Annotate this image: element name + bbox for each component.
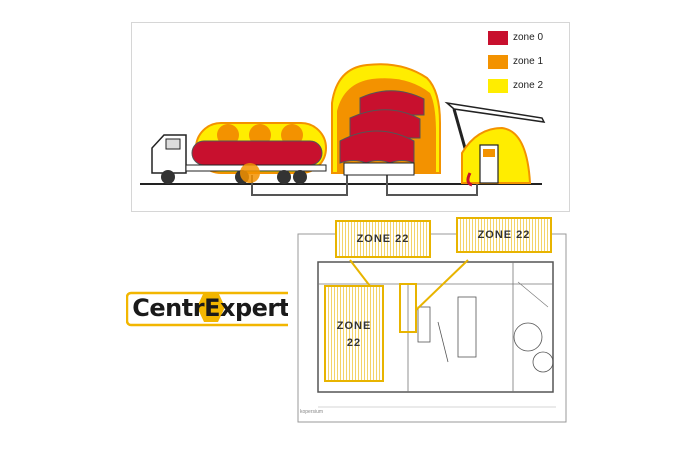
legend-swatch-zone2	[488, 79, 508, 93]
truck-wheel-3	[277, 170, 291, 184]
plan-caption: kopersium	[300, 409, 324, 415]
canopy-roof	[444, 101, 546, 123]
zone-22-box-large: ZONE 22	[324, 285, 384, 382]
zone-22-box-top-left: ZONE 22	[335, 220, 431, 258]
tank-dome-middle	[349, 109, 421, 139]
zone-22-label-top-left: ZONE 22	[356, 233, 410, 245]
legend-label-zone0: zone 0	[513, 32, 544, 43]
pump-nozzle-zone	[466, 172, 473, 187]
logo-hexagon	[197, 292, 225, 322]
legend-swatch-zone1	[488, 55, 508, 69]
zone-22-label-top-right: ZONE 22	[477, 229, 531, 241]
zone-schematic-panel: zone 0 zone 1 zone 2	[131, 22, 570, 212]
pipe-tank-to-pump	[386, 175, 478, 196]
logo-text: CentrExpert	[132, 294, 290, 322]
pipe-truck-to-tank	[251, 175, 348, 196]
equipment-1	[417, 306, 431, 343]
legend-label-zone1: zone 1	[513, 56, 544, 67]
plan-circle-2	[532, 351, 554, 373]
truck-wheel-1	[161, 170, 175, 184]
pump-display	[483, 149, 495, 157]
legend-swatch-zone0	[488, 31, 508, 45]
zone-22-label-large-line1: ZONE	[336, 320, 372, 332]
equipment-2	[457, 296, 477, 358]
truck-window	[165, 138, 181, 150]
zone-schematic-drawing	[140, 63, 546, 196]
tanker-body	[191, 140, 323, 166]
tank-dome-back	[359, 90, 425, 116]
plan-line-2	[517, 281, 549, 308]
zone-highlight-small	[399, 283, 417, 333]
plan-circle-1	[513, 322, 543, 352]
tank-dome-front	[339, 130, 415, 164]
truck-zone1-rear	[240, 163, 260, 183]
truck-wheel-4	[293, 170, 307, 184]
zone-22-box-top-right: ZONE 22	[456, 217, 552, 253]
zone-22-label-large-line2: 22	[346, 337, 362, 349]
plan-line-1	[437, 321, 449, 363]
legend-label-zone2: zone 2	[513, 80, 544, 91]
centrexpert-logo: CentrExpert ®	[126, 290, 296, 328]
legend: zone 0 zone 1 zone 2	[488, 23, 568, 113]
building-outline	[317, 261, 554, 393]
tank-base	[343, 162, 415, 176]
floor-plan-panel: ZONE 22 ZONE 22 ZONE 22	[288, 212, 568, 425]
